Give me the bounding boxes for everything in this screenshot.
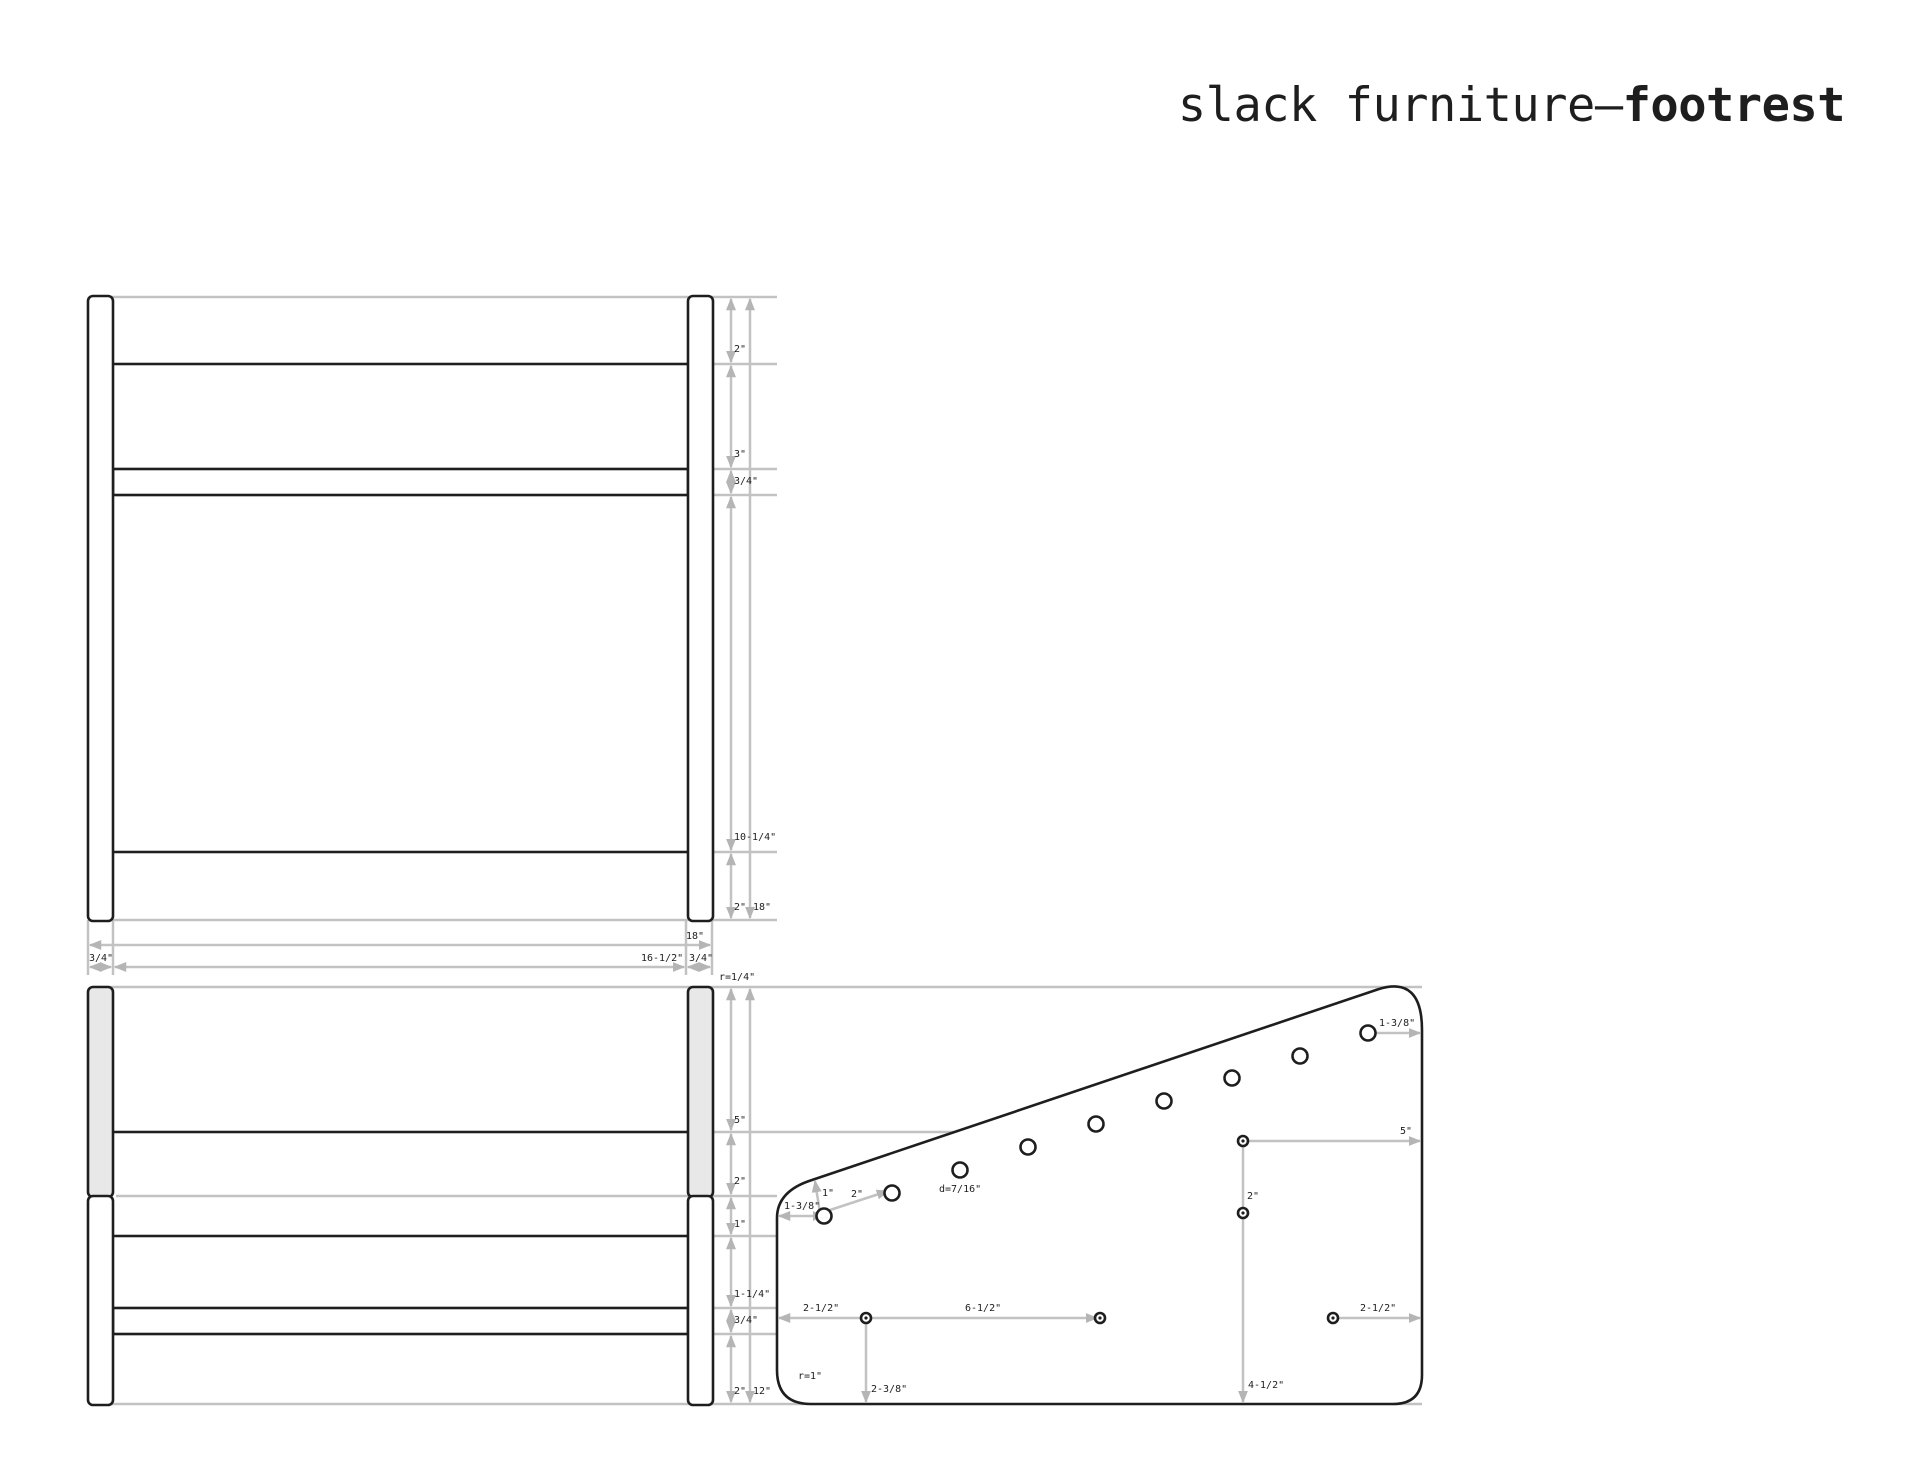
side-dim-1-1-4: 1-1/4" xyxy=(734,1289,770,1300)
front-dim-3: 3" xyxy=(734,449,746,460)
side-parts xyxy=(86,985,715,1407)
hole-6 xyxy=(1155,1092,1173,1110)
front-dim-left-leg: 3/4" xyxy=(89,953,113,964)
panel-dim-4-1-2: 4-1/2" xyxy=(1248,1380,1284,1391)
panel-dimensions xyxy=(777,1028,1422,1404)
side-dim-5: 5" xyxy=(734,1115,746,1126)
front-stretcher xyxy=(111,467,690,497)
panel-dim-hole-spacing: 2" xyxy=(851,1189,863,1200)
front-dim-inner: 16-1/2" xyxy=(641,953,683,964)
hole-4 xyxy=(1019,1138,1037,1156)
side-right-leg xyxy=(686,1194,715,1407)
front-dim-2-bottom: 2" xyxy=(734,902,746,913)
front-dim-18-height: 18" xyxy=(753,902,771,913)
side-dim-2-bottom: 2" xyxy=(734,1386,746,1397)
side-dim-3-4: 3/4" xyxy=(734,1315,758,1326)
front-parts xyxy=(86,294,715,923)
hole-1 xyxy=(815,1207,833,1225)
hole-9 xyxy=(1359,1024,1377,1042)
side-stretcher xyxy=(111,1306,690,1336)
front-left-leg xyxy=(86,294,115,923)
front-dim-3-4: 3/4" xyxy=(734,476,758,487)
front-dim-18-width: 18" xyxy=(686,931,704,942)
front-view: 2" 3" 3/4" 10-1/4" 2" 18" 18" 3/4" 16-1/… xyxy=(86,294,777,975)
hole-2 xyxy=(883,1184,901,1202)
front-dim-right-leg: 3/4" xyxy=(689,953,713,964)
front-dim-2-top: 2" xyxy=(734,344,746,355)
panel-dim-5: 5" xyxy=(1400,1126,1412,1137)
hole-3 xyxy=(951,1161,969,1179)
front-extension-lines xyxy=(86,295,777,975)
front-dim-10-1-4: 10-1/4" xyxy=(734,832,776,843)
hole-7 xyxy=(1223,1069,1241,1087)
side-right-upright-shaded xyxy=(686,985,715,1199)
hole-8 xyxy=(1291,1047,1309,1065)
title-regular: slack furniture– xyxy=(1177,78,1623,133)
side-dim-1: 1" xyxy=(734,1219,746,1230)
panel-dim-bottom-left: 2-1/2" xyxy=(803,1303,839,1314)
panel-dim-hole-rise: 1" xyxy=(822,1188,834,1199)
panel-dim-edge-offset: 1-3/8" xyxy=(784,1201,820,1212)
front-height-dimensions: 2" 3" 3/4" 10-1/4" 2" 18" xyxy=(726,297,776,920)
side-panel: 1-3/8" 1" 2" d=7/16" 1-3/8" 5" 2" 2-1/2"… xyxy=(775,985,1424,1406)
panel-holes xyxy=(815,1024,1377,1325)
panel-labels: 1-3/8" 1" 2" d=7/16" 1-3/8" 5" 2" 2-1/2"… xyxy=(784,1018,1415,1395)
panel-dim-hole-diameter: d=7/16" xyxy=(939,1184,981,1195)
hole-5 xyxy=(1087,1115,1105,1133)
side-dim-2: 2" xyxy=(734,1176,746,1187)
front-width-dimensions: 18" 3/4" 16-1/2" 3/4" xyxy=(88,931,713,972)
panel-dim-top-right-offset: 1-3/8" xyxy=(1379,1018,1415,1029)
side-height-dimensions: r=1/4" 5" 2" 1" 1-1/4" 3/4" 2" 12" xyxy=(719,972,771,1404)
panel-dim-6-1-2: 6-1/2" xyxy=(965,1303,1001,1314)
side-view: r=1/4" 5" 2" 1" 1-1/4" 3/4" 2" 12" xyxy=(86,972,1422,1407)
panel-dim-corner-radius: r=1" xyxy=(798,1371,822,1382)
side-dim-12-height: 12" xyxy=(753,1386,771,1397)
panel-dim-bottom-right: 2-1/2" xyxy=(1360,1303,1396,1314)
side-panel-outline xyxy=(775,985,1424,1406)
panel-dim-2-3-8: 2-3/8" xyxy=(871,1384,907,1395)
side-left-leg xyxy=(86,1194,115,1407)
drawing-title: slack furniture–footrest xyxy=(1177,78,1846,133)
side-left-upright-shaded xyxy=(86,985,115,1199)
panel-dim-vertical-2: 2" xyxy=(1247,1191,1259,1202)
title-bold: footrest xyxy=(1622,78,1846,133)
side-dim-corner-radius: r=1/4" xyxy=(719,972,755,983)
front-right-leg xyxy=(686,294,715,923)
